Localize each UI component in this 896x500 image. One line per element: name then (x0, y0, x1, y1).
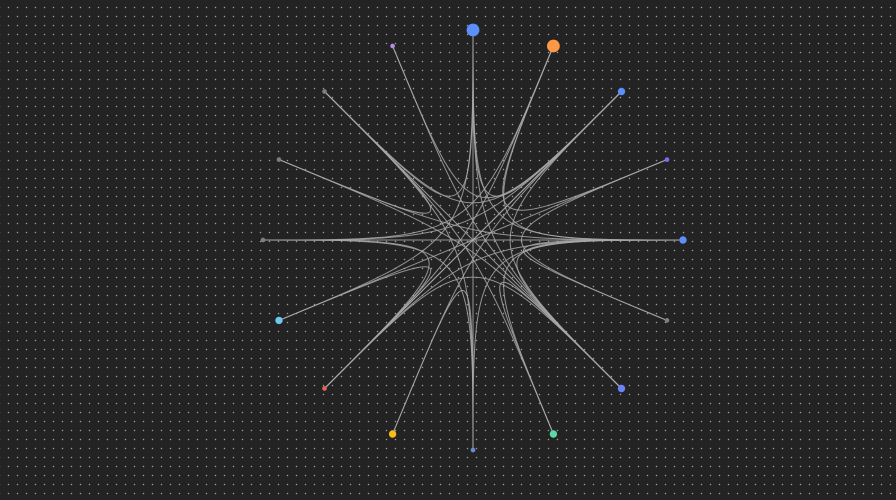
edge-n3-n2 (499, 281, 622, 435)
edge-n14-n8 (262, 91, 622, 241)
edge-n5-n4 (392, 290, 474, 451)
graph-node-n11[interactable] (390, 43, 395, 49)
edge-n10-n3 (324, 91, 554, 435)
edge-n13-n0 (503, 45, 684, 241)
edge-n13-n6 (324, 45, 554, 389)
graph-node-n12[interactable] (466, 23, 480, 37)
edge-n11-n14 (392, 45, 622, 199)
node-layer (260, 23, 687, 453)
edge-layer (262, 29, 684, 451)
graph-node-n6[interactable] (322, 386, 327, 391)
edge-n2-n0 (516, 239, 684, 389)
edge-n8-n13 (262, 45, 554, 241)
edge-n7-n12 (278, 29, 474, 321)
edge-n1-n0 (523, 239, 684, 321)
edge-n0-n9 (278, 159, 684, 241)
graph-node-n0[interactable] (679, 236, 687, 244)
edge-n3-n0 (503, 239, 684, 435)
graph-node-n4[interactable] (470, 447, 476, 453)
graph-node-n7[interactable] (275, 316, 283, 325)
edge-n5-n14 (392, 91, 622, 435)
graph-node-n1[interactable] (664, 318, 670, 323)
graph-node-n15[interactable] (664, 157, 670, 162)
graph-node-n8[interactable] (260, 237, 266, 243)
graph-node-n10[interactable] (322, 89, 327, 94)
graph-node-n5[interactable] (388, 430, 397, 438)
graph-node-n14[interactable] (617, 87, 626, 96)
edge-n4-n8 (262, 239, 474, 451)
graph-node-n3[interactable] (549, 430, 558, 438)
edge-n9-n2 (278, 159, 622, 389)
graph-node-n9[interactable] (276, 157, 282, 162)
edge-n7-n6 (278, 266, 432, 389)
graph-node-n2[interactable] (617, 384, 626, 393)
edge-n9-n10 (278, 91, 432, 214)
graph-node-n13[interactable] (547, 39, 560, 53)
